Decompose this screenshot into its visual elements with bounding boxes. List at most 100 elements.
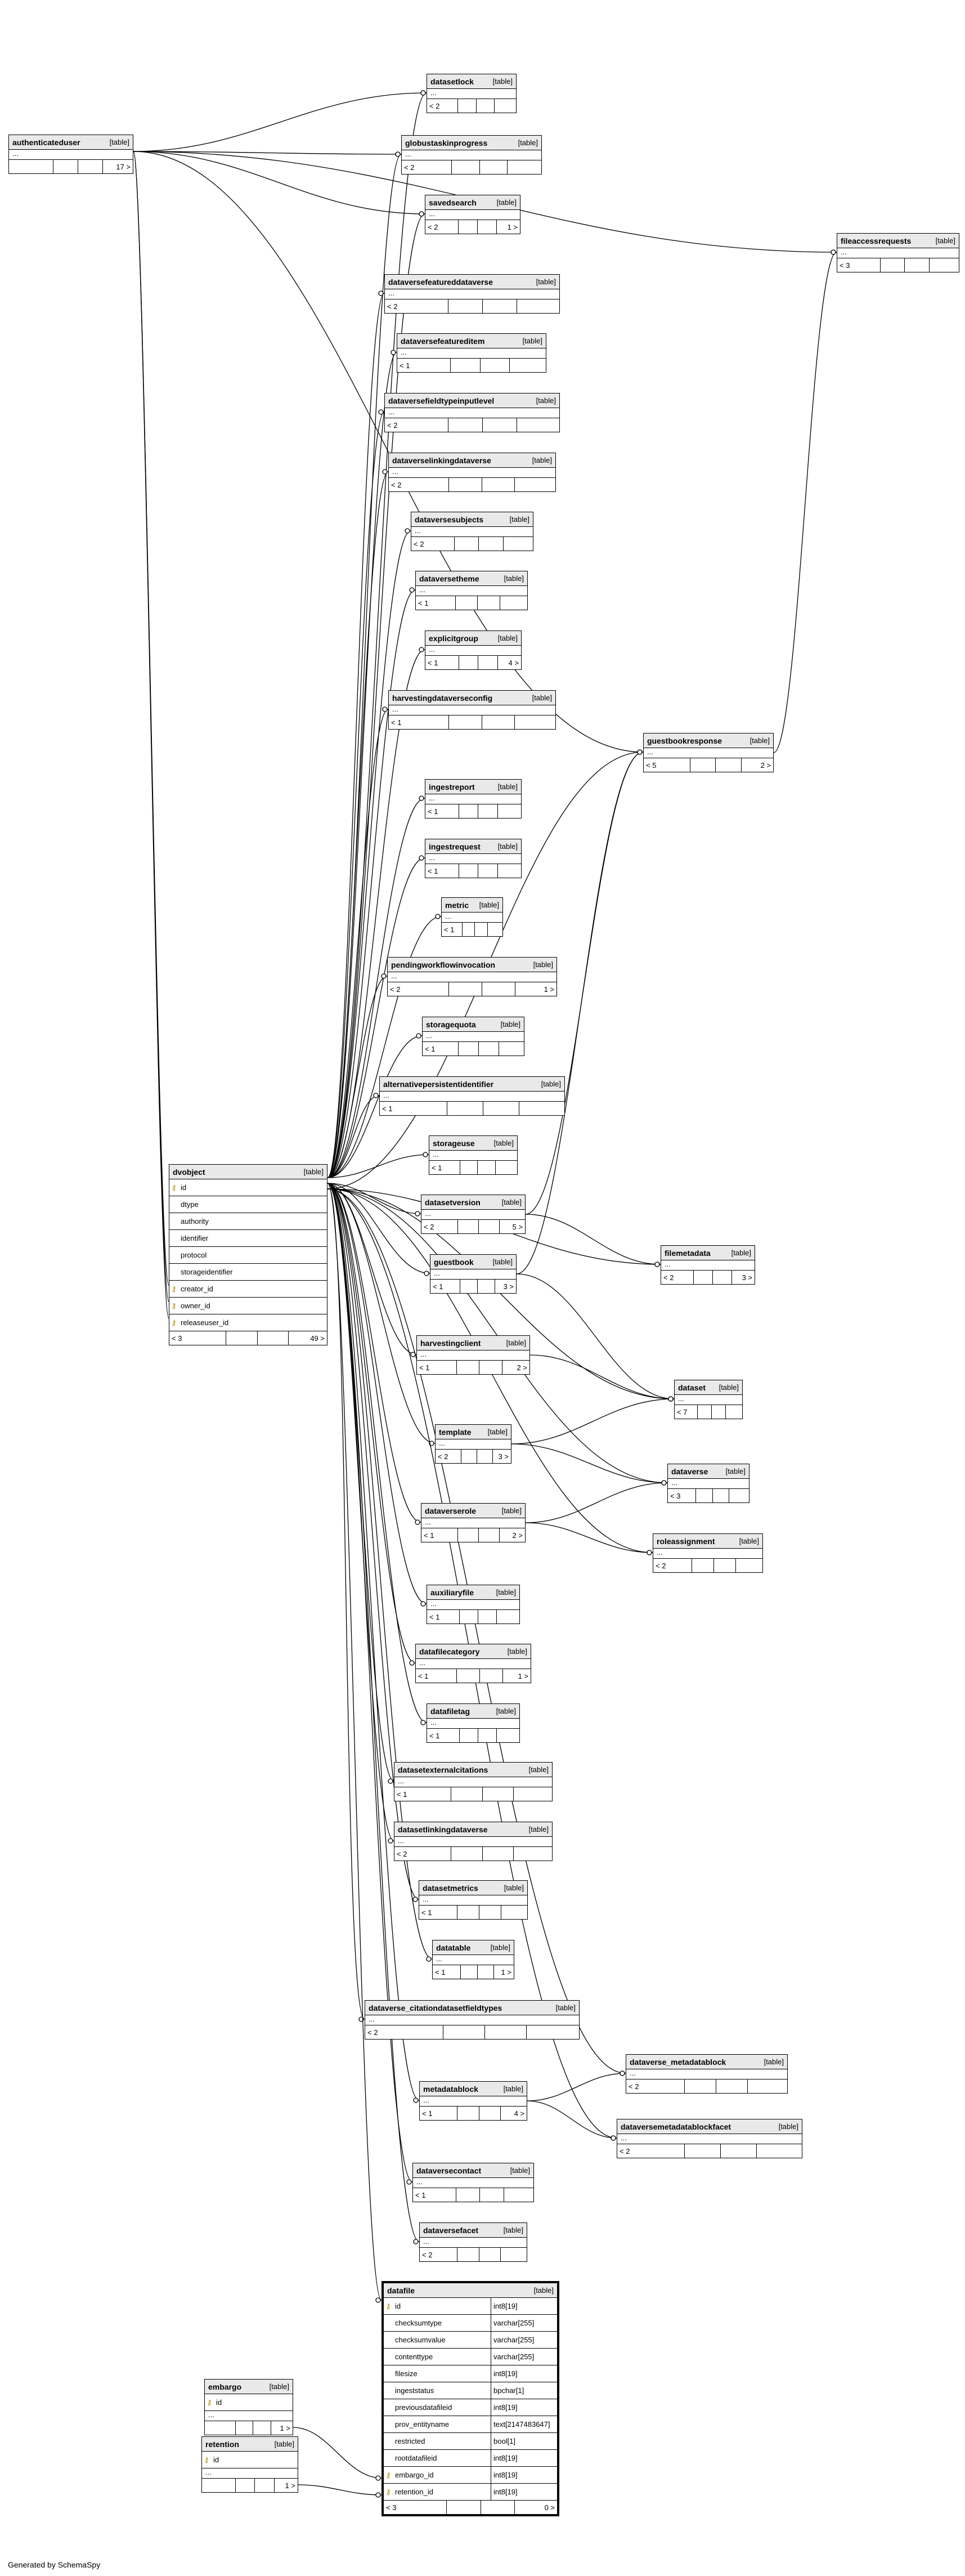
table-datafiletag[interactable]: datafiletag[table]...< 1 <box>427 1703 520 1743</box>
child-count[interactable]: 2 > <box>512 1531 523 1540</box>
table-datasetmetrics[interactable]: datasetmetrics[table]...< 1 <box>419 1880 528 1920</box>
parent-count[interactable]: < 2 <box>365 2025 444 2039</box>
child-count[interactable]: 1 > <box>507 222 518 231</box>
table-dataversefeatureddataverse[interactable]: dataversefeatureddataverse[table]...< 2 <box>384 274 560 314</box>
table-name[interactable]: dataverse_metadatablock <box>630 2057 726 2067</box>
child-count[interactable] <box>500 596 527 610</box>
table-roleassignment[interactable]: roleassignment[table]...< 2 <box>653 1533 763 1573</box>
table-ingestreport[interactable]: ingestreport[table]...< 1 <box>425 779 522 819</box>
parent-count[interactable]: < 1 <box>429 1161 460 1174</box>
parent-count[interactable]: < 1 <box>417 1361 457 1374</box>
parent-count[interactable]: < 2 <box>427 99 459 113</box>
table-name[interactable]: dataversetheme <box>419 574 479 583</box>
table-dataverse[interactable]: dataverse[table]...< 3 <box>667 1464 749 1503</box>
table-name[interactable]: dataverse <box>671 1466 708 1476</box>
table-dataversecontact[interactable]: dataversecontact[table]...< 1 <box>412 2163 534 2202</box>
parent-count[interactable]: < 5 <box>644 758 690 772</box>
table-name[interactable]: retention <box>205 2439 239 2449</box>
table-name[interactable]: ingestreport <box>429 782 475 791</box>
parent-count[interactable]: < 2 <box>394 1847 452 1861</box>
parent-count[interactable]: < 1 <box>421 1528 459 1542</box>
table-datasetlock[interactable]: datasetlock[table]...< 2 <box>427 74 517 113</box>
child-count[interactable]: 4 > <box>508 658 519 667</box>
child-count[interactable] <box>510 359 546 372</box>
table-name[interactable]: datasetmetrics <box>423 1883 478 1893</box>
table-metric[interactable]: metric[table]...< 1 <box>441 897 503 937</box>
table-name[interactable]: datafilecategory <box>419 1647 480 1656</box>
table-name[interactable]: datafile <box>387 2286 415 2295</box>
child-count[interactable] <box>517 299 559 313</box>
table-authenticateduser[interactable]: authenticateduser[table]...17 > <box>8 135 133 174</box>
parent-count[interactable]: < 3 <box>837 258 881 272</box>
table-name[interactable]: guestbookresponse <box>647 736 722 745</box>
table-name[interactable]: embargo <box>208 2382 242 2391</box>
parent-count[interactable]: < 1 <box>427 1610 460 1624</box>
table-dataset[interactable]: dataset[table]...< 7 <box>674 1380 743 1419</box>
parent-count[interactable]: < 3 <box>169 1331 227 1345</box>
table-dataverselinkingdataverse[interactable]: dataverselinkingdataverse[table]...< 2 <box>388 453 556 492</box>
table-dataversesubjects[interactable]: dataversesubjects[table]...< 2 <box>411 512 533 551</box>
child-count[interactable]: 3 > <box>498 1452 509 1461</box>
child-count[interactable]: 4 > <box>514 2109 524 2118</box>
parent-count[interactable]: < 2 <box>626 2079 685 2093</box>
parent-count[interactable]: < 1 <box>430 1280 461 1293</box>
parent-count[interactable]: < 2 <box>420 2248 458 2261</box>
table-name[interactable]: globustaskinprogress <box>405 138 488 147</box>
table-name[interactable]: metric <box>445 900 469 910</box>
table-name[interactable]: datasetversion <box>425 1197 481 1207</box>
table-retention[interactable]: retention[table]⚷id...1 > <box>201 2436 298 2493</box>
parent-count[interactable]: < 1 <box>389 715 450 729</box>
child-count[interactable] <box>757 2144 802 2158</box>
child-count[interactable]: 3 > <box>742 1273 752 1282</box>
table-name[interactable]: dataversemetadatablockfacet <box>621 2122 731 2131</box>
child-count[interactable]: 2 > <box>517 1363 527 1372</box>
table-dataverse_metadatablock[interactable]: dataverse_metadatablock[table]...< 2 <box>626 2054 788 2094</box>
child-count[interactable] <box>736 1559 762 1572</box>
parent-count[interactable] <box>9 160 53 173</box>
table-name[interactable]: dvobject <box>173 1167 205 1177</box>
parent-count[interactable]: < 2 <box>388 982 449 996</box>
table-dataversefacet[interactable]: dataversefacet[table]...< 2 <box>419 2222 527 2262</box>
table-name[interactable]: datasetexternalcitations <box>398 1765 488 1774</box>
table-name[interactable]: datatable <box>436 1943 471 1952</box>
child-count[interactable] <box>499 1042 524 1056</box>
table-storagequota[interactable]: storagequota[table]...< 1 <box>422 1017 524 1056</box>
table-name[interactable]: dataverse_citationdatasetfieldtypes <box>369 2003 502 2012</box>
table-name[interactable]: dataversefieldtypeinputlevel <box>388 396 495 405</box>
child-count[interactable] <box>501 2248 527 2261</box>
parent-count[interactable]: < 1 <box>423 1042 459 1056</box>
child-count[interactable] <box>495 99 516 113</box>
parent-count[interactable] <box>205 2421 236 2435</box>
parent-count[interactable]: < 1 <box>416 596 456 610</box>
table-name[interactable]: guestbook <box>434 1257 474 1267</box>
table-name[interactable]: dataversecontact <box>416 2166 482 2175</box>
parent-count[interactable]: < 2 <box>389 478 450 491</box>
parent-count[interactable]: < 2 <box>385 299 448 313</box>
table-name[interactable]: datasetlinkingdataverse <box>398 1824 488 1834</box>
table-name[interactable]: datasetlock <box>430 77 474 86</box>
child-count[interactable]: 1 > <box>285 2481 295 2490</box>
table-dataversefeatureditem[interactable]: dataversefeatureditem[table]...< 1 <box>397 333 546 373</box>
child-count[interactable] <box>501 1906 528 1919</box>
parent-count[interactable]: < 1 <box>427 1729 460 1742</box>
table-ingestrequest[interactable]: ingestrequest[table]...< 1 <box>425 839 522 878</box>
child-count[interactable] <box>497 1610 519 1624</box>
child-count[interactable]: 2 > <box>760 761 771 770</box>
child-count[interactable] <box>496 1161 517 1174</box>
table-dataversemetadatablockfacet[interactable]: dataversemetadatablockfacet[table]...< 2 <box>617 2119 802 2158</box>
table-name[interactable]: harvestingdataverseconfig <box>392 693 493 703</box>
parent-count[interactable]: < 1 <box>419 1906 458 1919</box>
child-count[interactable]: 3 > <box>503 1282 514 1291</box>
table-name[interactable]: harvestingclient <box>420 1338 481 1348</box>
table-auxiliaryfile[interactable]: auxiliaryfile[table]...< 1 <box>427 1585 520 1624</box>
child-count[interactable] <box>498 804 521 818</box>
child-count[interactable] <box>729 1489 749 1502</box>
